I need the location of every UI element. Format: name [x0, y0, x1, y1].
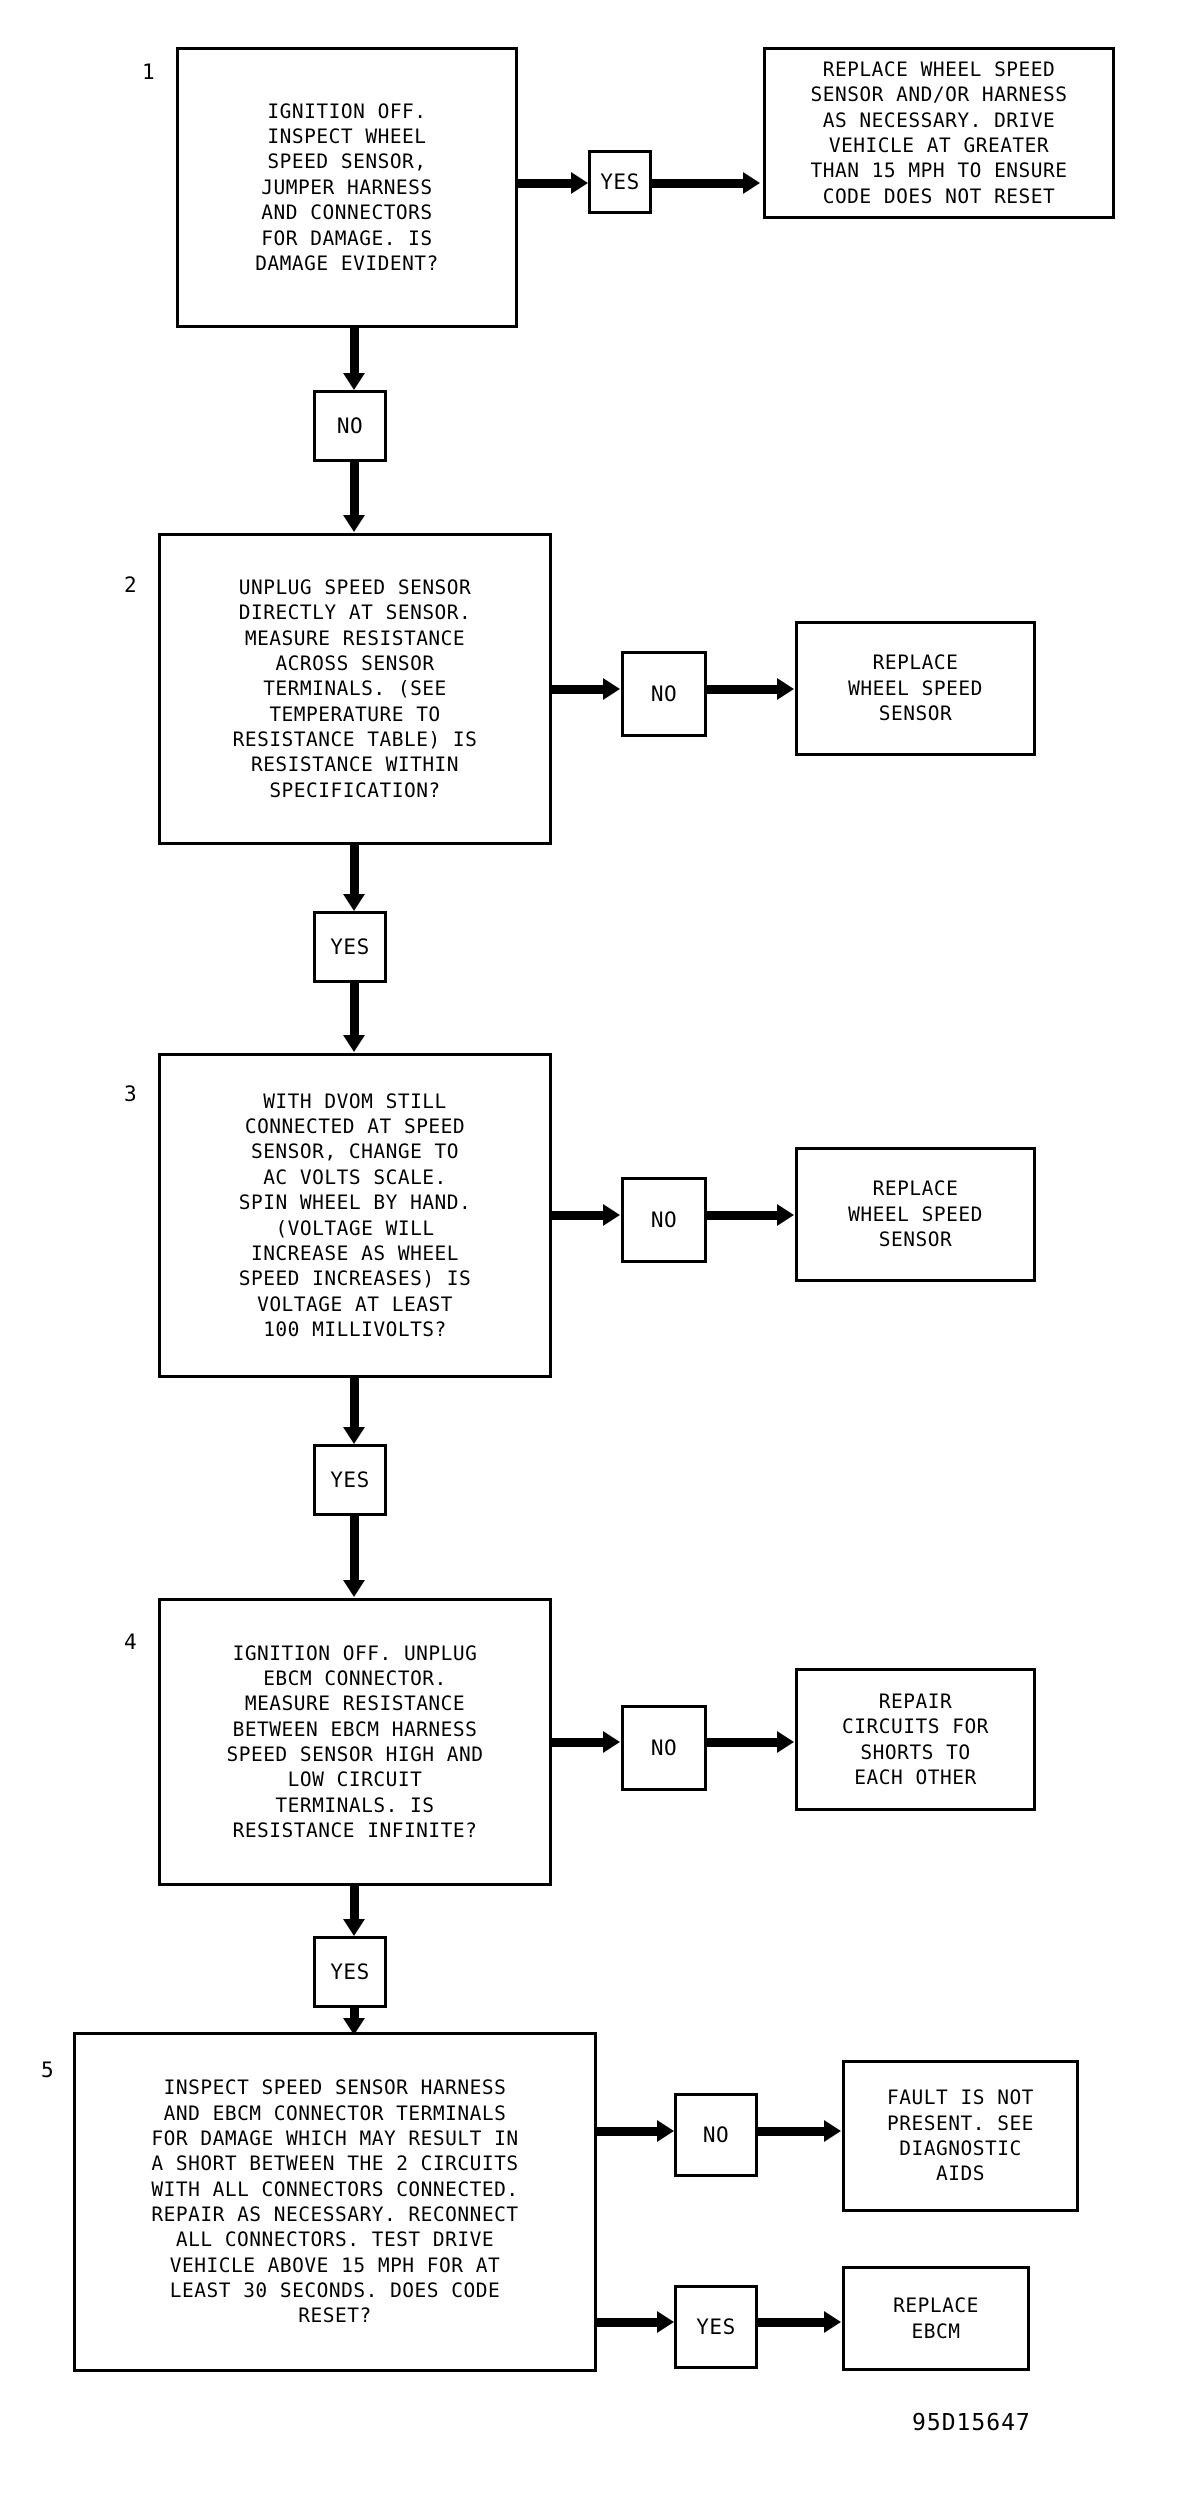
step-1-no-connector-line: [350, 328, 359, 374]
step-1-no-arrowhead: [343, 373, 365, 390]
step-2-no-connector-line: [552, 685, 605, 694]
step-5-no-result-text: FAULT IS NOT PRESENT. SEE DIAGNOSTIC AID…: [887, 2086, 1034, 2186]
step-1-question-box: IGNITION OFF. INSPECT WHEEL SPEED SENSOR…: [176, 47, 518, 328]
step-5-yes-result-box: REPLACE EBCM: [842, 2266, 1030, 2371]
step-5-question-box: INSPECT SPEED SENSOR HARNESS AND EBCM CO…: [73, 2032, 597, 2372]
step-3-no-result-text: REPLACE WHEEL SPEED SENSOR: [848, 1177, 983, 1252]
step-2-question-text: UNPLUG SPEED SENSOR DIRECTLY AT SENSOR. …: [232, 575, 478, 802]
step-2-yes-connector-line: [350, 845, 359, 895]
step-1-yes-label: YES: [600, 169, 640, 194]
step-3-yes-decision-box: YES: [313, 1444, 387, 1516]
step-number-5: 5: [41, 2058, 54, 2082]
step-3-no-decision-box: NO: [621, 1177, 707, 1263]
step-1-yes-connector-line: [518, 179, 574, 188]
step-3-no-result-box: REPLACE WHEEL SPEED SENSOR: [795, 1147, 1036, 1282]
step-4-question-box: IGNITION OFF. UNPLUG EBCM CONNECTOR. MEA…: [158, 1598, 552, 1886]
step-3-yes-arrowhead: [343, 1427, 365, 1444]
step-4-no-result-box: REPAIR CIRCUITS FOR SHORTS TO EACH OTHER: [795, 1668, 1036, 1811]
step-5-question-text: INSPECT SPEED SENSOR HARNESS AND EBCM CO…: [151, 2076, 519, 2328]
step-2-no-decision-box: NO: [621, 651, 707, 737]
step-2-no-result-box: REPLACE WHEEL SPEED SENSOR: [795, 621, 1036, 756]
step-1-no-to-step-2-line: [350, 462, 359, 516]
step-5-yes-connector-line: [597, 2318, 660, 2327]
step-4-no-connector-line: [552, 1738, 605, 1747]
step-2-yes-label: YES: [330, 934, 370, 959]
step-3-yes-to-step-4-arrowhead: [343, 1580, 365, 1597]
step-2-yes-to-step-3-line: [350, 983, 359, 1036]
step-4-yes-decision-box: YES: [313, 1936, 387, 2008]
step-2-question-box: UNPLUG SPEED SENSOR DIRECTLY AT SENSOR. …: [158, 533, 552, 845]
step-5-no-result-arrowhead: [824, 2120, 841, 2142]
step-5-yes-result-arrowhead: [824, 2311, 841, 2333]
step-4-no-arrowhead: [603, 1731, 620, 1753]
step-4-question-text: IGNITION OFF. UNPLUG EBCM CONNECTOR. MEA…: [226, 1641, 484, 1843]
step-1-no-label: NO: [336, 413, 364, 438]
step-4-no-decision-box: NO: [621, 1705, 707, 1791]
step-1-yes-result-connector-line: [652, 179, 745, 188]
step-4-no-result-text: REPAIR CIRCUITS FOR SHORTS TO EACH OTHER: [842, 1689, 989, 1789]
step-1-no-decision-box: NO: [313, 390, 387, 462]
step-4-no-result-arrowhead: [777, 1731, 794, 1753]
step-number-2: 2: [124, 573, 137, 597]
step-2-yes-arrowhead: [343, 894, 365, 911]
figure-code: 95D15647: [912, 2410, 1031, 2436]
step-5-no-label: NO: [702, 2122, 730, 2147]
step-3-yes-label: YES: [330, 1467, 370, 1492]
step-4-yes-to-step-5-line: [350, 2008, 359, 2024]
step-2-no-label: NO: [650, 681, 678, 706]
step-4-yes-arrowhead: [343, 1919, 365, 1936]
step-3-yes-connector-line: [350, 1378, 359, 1428]
step-4-yes-label: YES: [330, 1959, 370, 1984]
step-2-no-arrowhead: [603, 678, 620, 700]
step-4-no-result-connector-line: [707, 1738, 779, 1747]
step-3-no-result-connector-line: [707, 1211, 779, 1220]
step-2-no-result-text: REPLACE WHEEL SPEED SENSOR: [848, 651, 983, 726]
step-5-yes-label: YES: [696, 2314, 736, 2339]
step-number-1: 1: [142, 60, 155, 84]
step-3-question-box: WITH DVOM STILL CONNECTED AT SPEED SENSO…: [158, 1053, 552, 1378]
step-4-yes-to-step-5-arrowhead: [343, 2018, 365, 2035]
step-5-yes-result-text: REPLACE EBCM: [893, 2294, 979, 2343]
step-5-yes-decision-box: YES: [674, 2285, 758, 2369]
step-3-no-arrowhead: [603, 1204, 620, 1226]
step-5-yes-arrowhead: [657, 2311, 674, 2333]
step-3-no-connector-line: [552, 1211, 605, 1220]
step-5-no-decision-box: NO: [674, 2093, 758, 2177]
step-1-yes-arrowhead: [571, 172, 588, 194]
step-1-question-text: IGNITION OFF. INSPECT WHEEL SPEED SENSOR…: [255, 99, 439, 275]
step-5-no-connector-line: [597, 2127, 660, 2136]
step-1-yes-result-arrowhead: [743, 172, 760, 194]
step-4-yes-connector-line: [350, 1886, 359, 1920]
step-3-no-label: NO: [650, 1207, 678, 1232]
step-5-no-arrowhead: [657, 2120, 674, 2142]
step-3-question-text: WITH DVOM STILL CONNECTED AT SPEED SENSO…: [238, 1089, 472, 1341]
step-5-no-result-connector-line: [758, 2127, 826, 2136]
step-1-yes-decision-box: YES: [588, 150, 652, 214]
step-3-yes-to-step-4-line: [350, 1516, 359, 1581]
step-2-yes-to-step-3-arrowhead: [343, 1035, 365, 1052]
step-5-no-result-box: FAULT IS NOT PRESENT. SEE DIAGNOSTIC AID…: [842, 2060, 1079, 2212]
step-4-no-label: NO: [650, 1735, 678, 1760]
step-5-yes-result-connector-line: [758, 2318, 826, 2327]
step-number-4: 4: [124, 1630, 137, 1654]
step-number-3: 3: [124, 1082, 137, 1106]
step-3-no-result-arrowhead: [777, 1204, 794, 1226]
step-1-yes-result-text: REPLACE WHEEL SPEED SENSOR AND/OR HARNES…: [810, 57, 1068, 208]
step-2-no-result-connector-line: [707, 685, 779, 694]
step-2-yes-decision-box: YES: [313, 911, 387, 983]
step-1-no-to-step-2-arrowhead: [343, 515, 365, 532]
step-2-no-result-arrowhead: [777, 678, 794, 700]
step-1-yes-result-box: REPLACE WHEEL SPEED SENSOR AND/OR HARNES…: [763, 47, 1115, 219]
